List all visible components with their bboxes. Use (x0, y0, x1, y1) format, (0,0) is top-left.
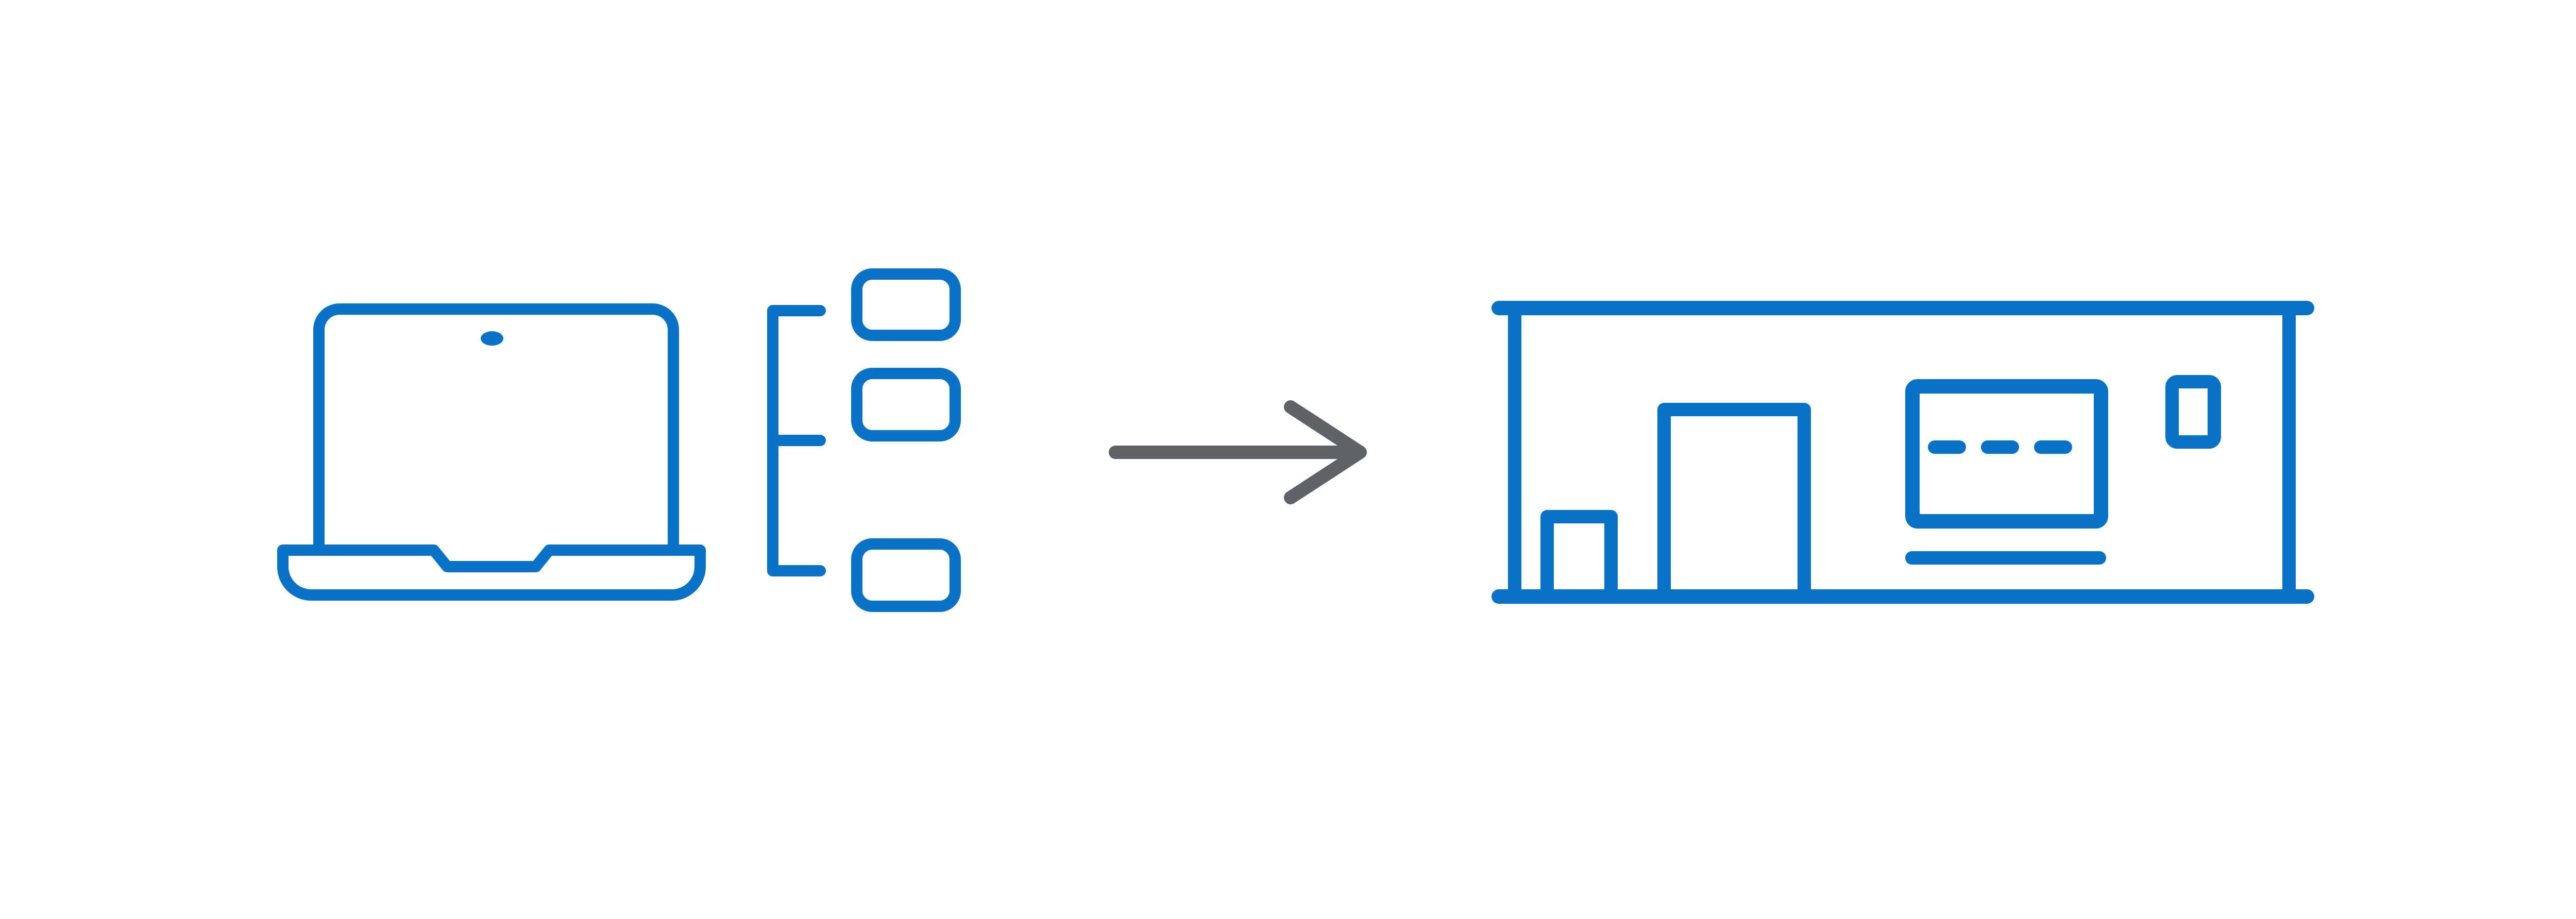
arrow-head (1284, 400, 1367, 504)
flow-arrow-icon (1109, 400, 1367, 504)
factory-building-icon (1492, 301, 2314, 604)
panel-dash-3 (2034, 440, 2072, 454)
building-side-cabinet (2165, 375, 2221, 449)
panel-dash-2 (1981, 440, 2019, 454)
building-display-panel (1905, 379, 2108, 529)
laptop-base-outline (277, 544, 706, 601)
hierarchy-tree-icon (767, 268, 961, 612)
panel-dash-1 (1928, 440, 1966, 454)
tree-node-box-2 (851, 368, 961, 441)
laptop-screen-outline (313, 303, 679, 552)
tree-node-box-1 (851, 268, 961, 341)
building-short-crate (1540, 510, 1618, 599)
tree-node-box-3 (851, 538, 961, 612)
building-tall-crate (1657, 403, 1811, 599)
laptop-camera-icon (481, 331, 503, 346)
laptop-icon (277, 303, 706, 601)
building-base-bar (1905, 551, 2106, 565)
